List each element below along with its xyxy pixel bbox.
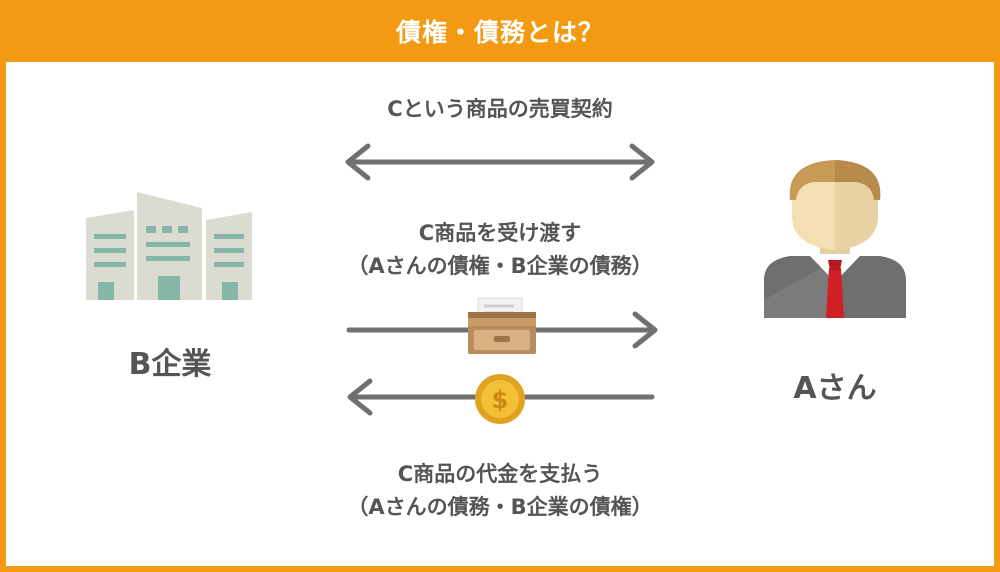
office-buildings-icon xyxy=(86,192,252,300)
businessman-icon xyxy=(764,160,906,318)
dollar-coin-icon: $ xyxy=(475,374,525,424)
payment-label: C商品の代金を支払う （Aさんの債務・B企業の債権） xyxy=(300,458,700,524)
person-label: Aさん xyxy=(793,371,877,406)
payment-label-line2: （Aさんの債務・B企業の債権） xyxy=(347,495,653,519)
delivery-label-line2: （Aさんの債権・B企業の債務） xyxy=(347,254,653,278)
contract-label: Cという商品の売買契約 xyxy=(387,97,613,121)
contract-double-arrow xyxy=(345,143,655,181)
delivery-label-line1: C商品を受け渡す xyxy=(418,221,582,245)
inbox-tray-icon xyxy=(468,297,536,354)
svg-text:$: $ xyxy=(492,386,509,414)
delivery-label: C商品を受け渡す （Aさんの債権・B企業の債務） xyxy=(300,217,700,283)
header-title: 債権・債務とは？ xyxy=(0,0,1000,62)
payment-label-line1: C商品の代金を支払う xyxy=(397,462,603,486)
company-label: B企業 xyxy=(128,347,212,382)
